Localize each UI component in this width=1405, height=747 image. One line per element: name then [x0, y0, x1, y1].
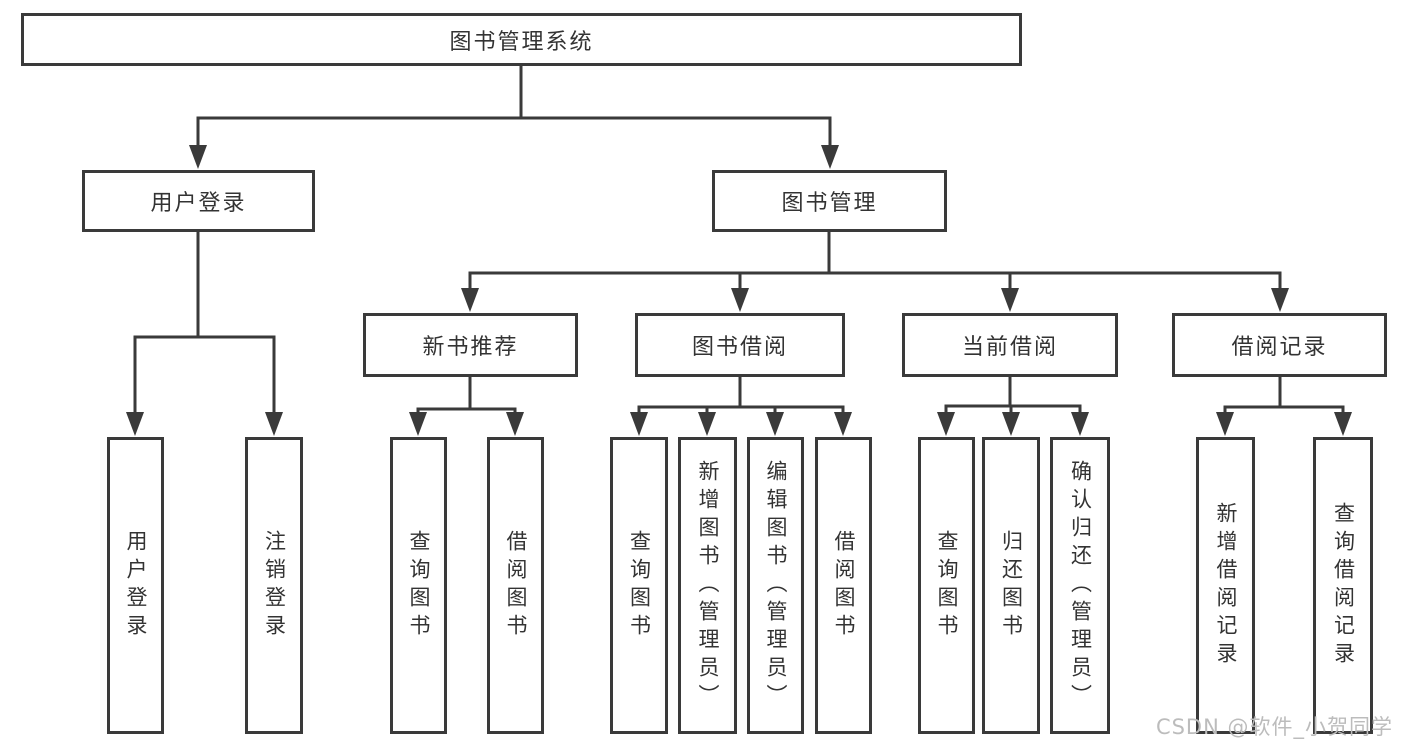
node-current-borrow: 当前借阅	[902, 313, 1118, 377]
leaf-logout-login: 注销登录	[245, 437, 303, 734]
leaf-borrow-books: 借阅图书	[815, 437, 872, 734]
leaf-borrow-books-recommend: 借阅图书	[487, 437, 544, 734]
leaf-edit-books-admin: 编辑图书（管理员）	[747, 437, 804, 734]
node-borrow-records: 借阅记录	[1172, 313, 1387, 377]
connector-borrow-records-split	[1216, 377, 1352, 436]
leaf-user-login: 用户登录	[107, 437, 164, 734]
leaf-query-books-current: 查询图书	[918, 437, 975, 734]
root-node-library-system: 图书管理系统	[21, 13, 1022, 66]
leaf-query-borrow-record: 查询借阅记录	[1313, 437, 1373, 734]
connector-user-login-split	[126, 232, 283, 436]
connector-new-book-recommend-split	[409, 377, 524, 436]
leaf-query-books-borrow: 查询图书	[610, 437, 668, 734]
node-book-mgmt: 图书管理	[712, 170, 947, 232]
leaf-return-books: 归还图书	[982, 437, 1040, 734]
leaf-add-books-admin: 新增图书（管理员）	[678, 437, 737, 734]
connector-current-borrow-split	[937, 377, 1089, 436]
node-new-book-recommend: 新书推荐	[363, 313, 578, 377]
leaf-confirm-return-admin: 确认归还（管理员）	[1050, 437, 1110, 734]
node-book-borrow: 图书借阅	[635, 313, 845, 377]
connector-book-borrow-split	[630, 377, 852, 436]
node-user-login: 用户登录	[82, 170, 315, 232]
leaf-query-books-recommend: 查询图书	[390, 437, 447, 734]
connector-root-split	[189, 66, 839, 169]
leaf-add-borrow-record: 新增借阅记录	[1196, 437, 1255, 734]
connector-book-mgmt-split	[461, 232, 1289, 312]
